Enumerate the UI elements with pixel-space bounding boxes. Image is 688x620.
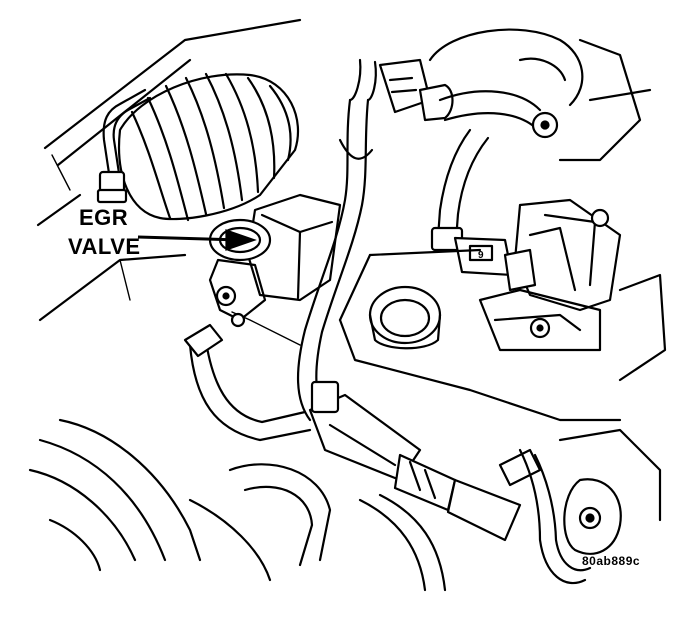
intake-plenum bbox=[338, 248, 667, 422]
upper-connector-cluster bbox=[378, 58, 454, 122]
callout-arrow bbox=[137, 229, 257, 251]
egr-label-line1: EGR bbox=[79, 205, 129, 230]
figure-code: 80ab889c bbox=[582, 554, 641, 568]
lower-left-hose bbox=[28, 323, 312, 572]
air-intake-hose bbox=[118, 72, 300, 222]
fuel-rail bbox=[308, 380, 522, 542]
lower-right-harness bbox=[498, 428, 662, 585]
map-sensor bbox=[503, 198, 622, 312]
sensor-hose bbox=[430, 128, 490, 252]
vacuum-line bbox=[96, 88, 152, 204]
svg-text:9: 9 bbox=[478, 250, 484, 261]
egr-sensor-wire bbox=[230, 311, 301, 346]
egr-label-line2: VALVE bbox=[68, 234, 141, 259]
egr-valve-body bbox=[208, 193, 342, 322]
sensor-connector: 9 bbox=[453, 236, 514, 277]
fender-panel bbox=[36, 18, 302, 322]
wiring-harness bbox=[297, 58, 377, 422]
upper-right-hose bbox=[428, 28, 652, 162]
oil-filler-cap bbox=[368, 285, 442, 350]
lower-center-hoses bbox=[188, 463, 447, 592]
